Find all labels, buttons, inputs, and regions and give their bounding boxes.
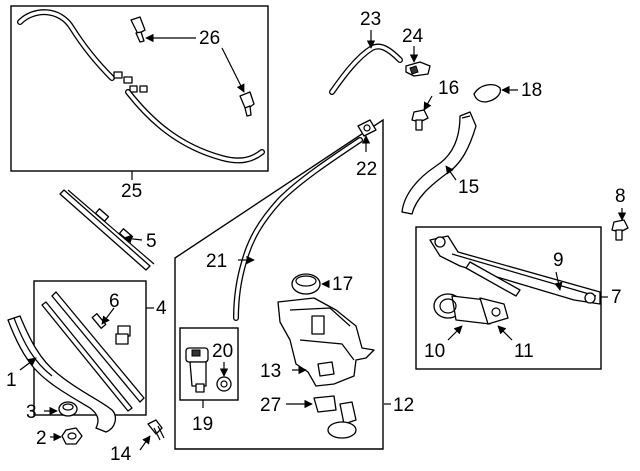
callout-16: 16	[438, 78, 459, 99]
callout-19: 19	[192, 414, 213, 435]
callout-7: 7	[611, 287, 622, 308]
callout-27: 27	[260, 395, 281, 416]
callout-21: 21	[206, 251, 227, 272]
callout-3: 3	[26, 402, 37, 423]
callout-6: 6	[109, 291, 120, 312]
washer-pump-box	[179, 327, 239, 401]
hose-connector-icon	[113, 71, 148, 93]
callout-15: 15	[458, 177, 479, 198]
hose-kit-box	[10, 5, 269, 172]
callout-23: 23	[360, 9, 381, 30]
leader-11	[497, 325, 513, 341]
leader-5	[123, 234, 143, 244]
callout-9: 9	[553, 250, 564, 271]
arm-cap-icon	[58, 401, 78, 417]
hose-clip-icon	[405, 61, 431, 77]
bolt-icon	[147, 419, 165, 441]
leader-26b	[221, 47, 245, 93]
leader-10	[447, 325, 463, 341]
leader-1	[19, 357, 37, 371]
pump-grommet-icon	[216, 376, 232, 392]
wiper-arm-icon	[7, 315, 117, 433]
leader-16	[423, 95, 433, 111]
callout-22: 22	[356, 159, 377, 180]
washer-nozzle-icon	[239, 91, 255, 117]
callout-1: 1	[6, 370, 17, 391]
filler-cap-icon	[473, 83, 502, 103]
hose-connector-icon	[357, 119, 377, 137]
leader-6	[101, 307, 115, 325]
callout-2: 2	[36, 428, 47, 449]
callout-8: 8	[615, 186, 626, 207]
callout-17: 17	[332, 274, 353, 295]
callout-11: 11	[514, 341, 534, 362]
callout-20: 20	[212, 341, 233, 362]
callout-12: 12	[393, 395, 414, 416]
bolt-icon	[611, 219, 629, 241]
callout-18: 18	[521, 80, 542, 101]
washer-reservoir-icon	[277, 297, 375, 387]
callout-13: 13	[260, 361, 281, 382]
callout-4: 4	[156, 298, 167, 319]
callout-26: 26	[199, 28, 220, 49]
filler-neck-icon	[401, 111, 477, 215]
callout-24: 24	[402, 26, 424, 47]
leader-15	[445, 165, 457, 181]
leader-14	[139, 435, 151, 451]
reservoir-cap-icon	[291, 273, 321, 295]
callout-10: 10	[424, 341, 445, 362]
wiper-motor-icon	[433, 293, 509, 325]
arm-nut-icon	[61, 427, 83, 445]
level-sensor-icon	[313, 395, 357, 439]
callout-25: 25	[121, 181, 142, 202]
callout-14: 14	[110, 444, 132, 465]
blade-refill-box	[33, 280, 147, 416]
washer-pump-icon	[185, 347, 209, 393]
washer-reservoir-box	[174, 118, 384, 450]
bolt-icon	[411, 109, 429, 131]
wiper-blade-icon	[59, 189, 155, 271]
callout-5: 5	[146, 231, 157, 252]
washer-nozzle-icon	[130, 16, 146, 43]
leader-9	[554, 271, 563, 291]
